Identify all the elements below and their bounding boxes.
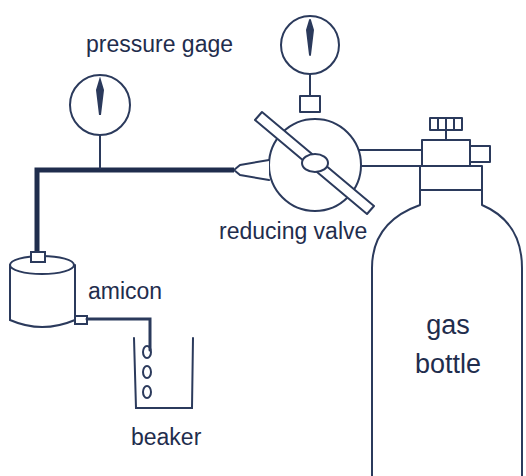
part-label: amicon <box>88 279 162 304</box>
bottle-label: gas bottle <box>393 306 503 384</box>
bottle-outline <box>372 190 522 476</box>
part-label: reducing valve <box>219 219 367 244</box>
regulator-handle <box>255 112 374 214</box>
gas-bottle-body: gas bottle <box>380 280 516 410</box>
gas-line <box>37 170 234 255</box>
outlet-pipe <box>358 150 422 166</box>
bottle-valve <box>422 140 470 166</box>
nozzle <box>234 160 269 180</box>
part-label: pressure gage <box>86 32 233 57</box>
gauge <box>281 16 339 74</box>
bottle-neck <box>420 166 482 190</box>
part-label: beaker <box>131 425 201 450</box>
side-port <box>470 146 490 162</box>
beaker-outline <box>134 338 193 408</box>
valve-handle <box>430 118 462 130</box>
pressure-gauge <box>70 75 130 135</box>
